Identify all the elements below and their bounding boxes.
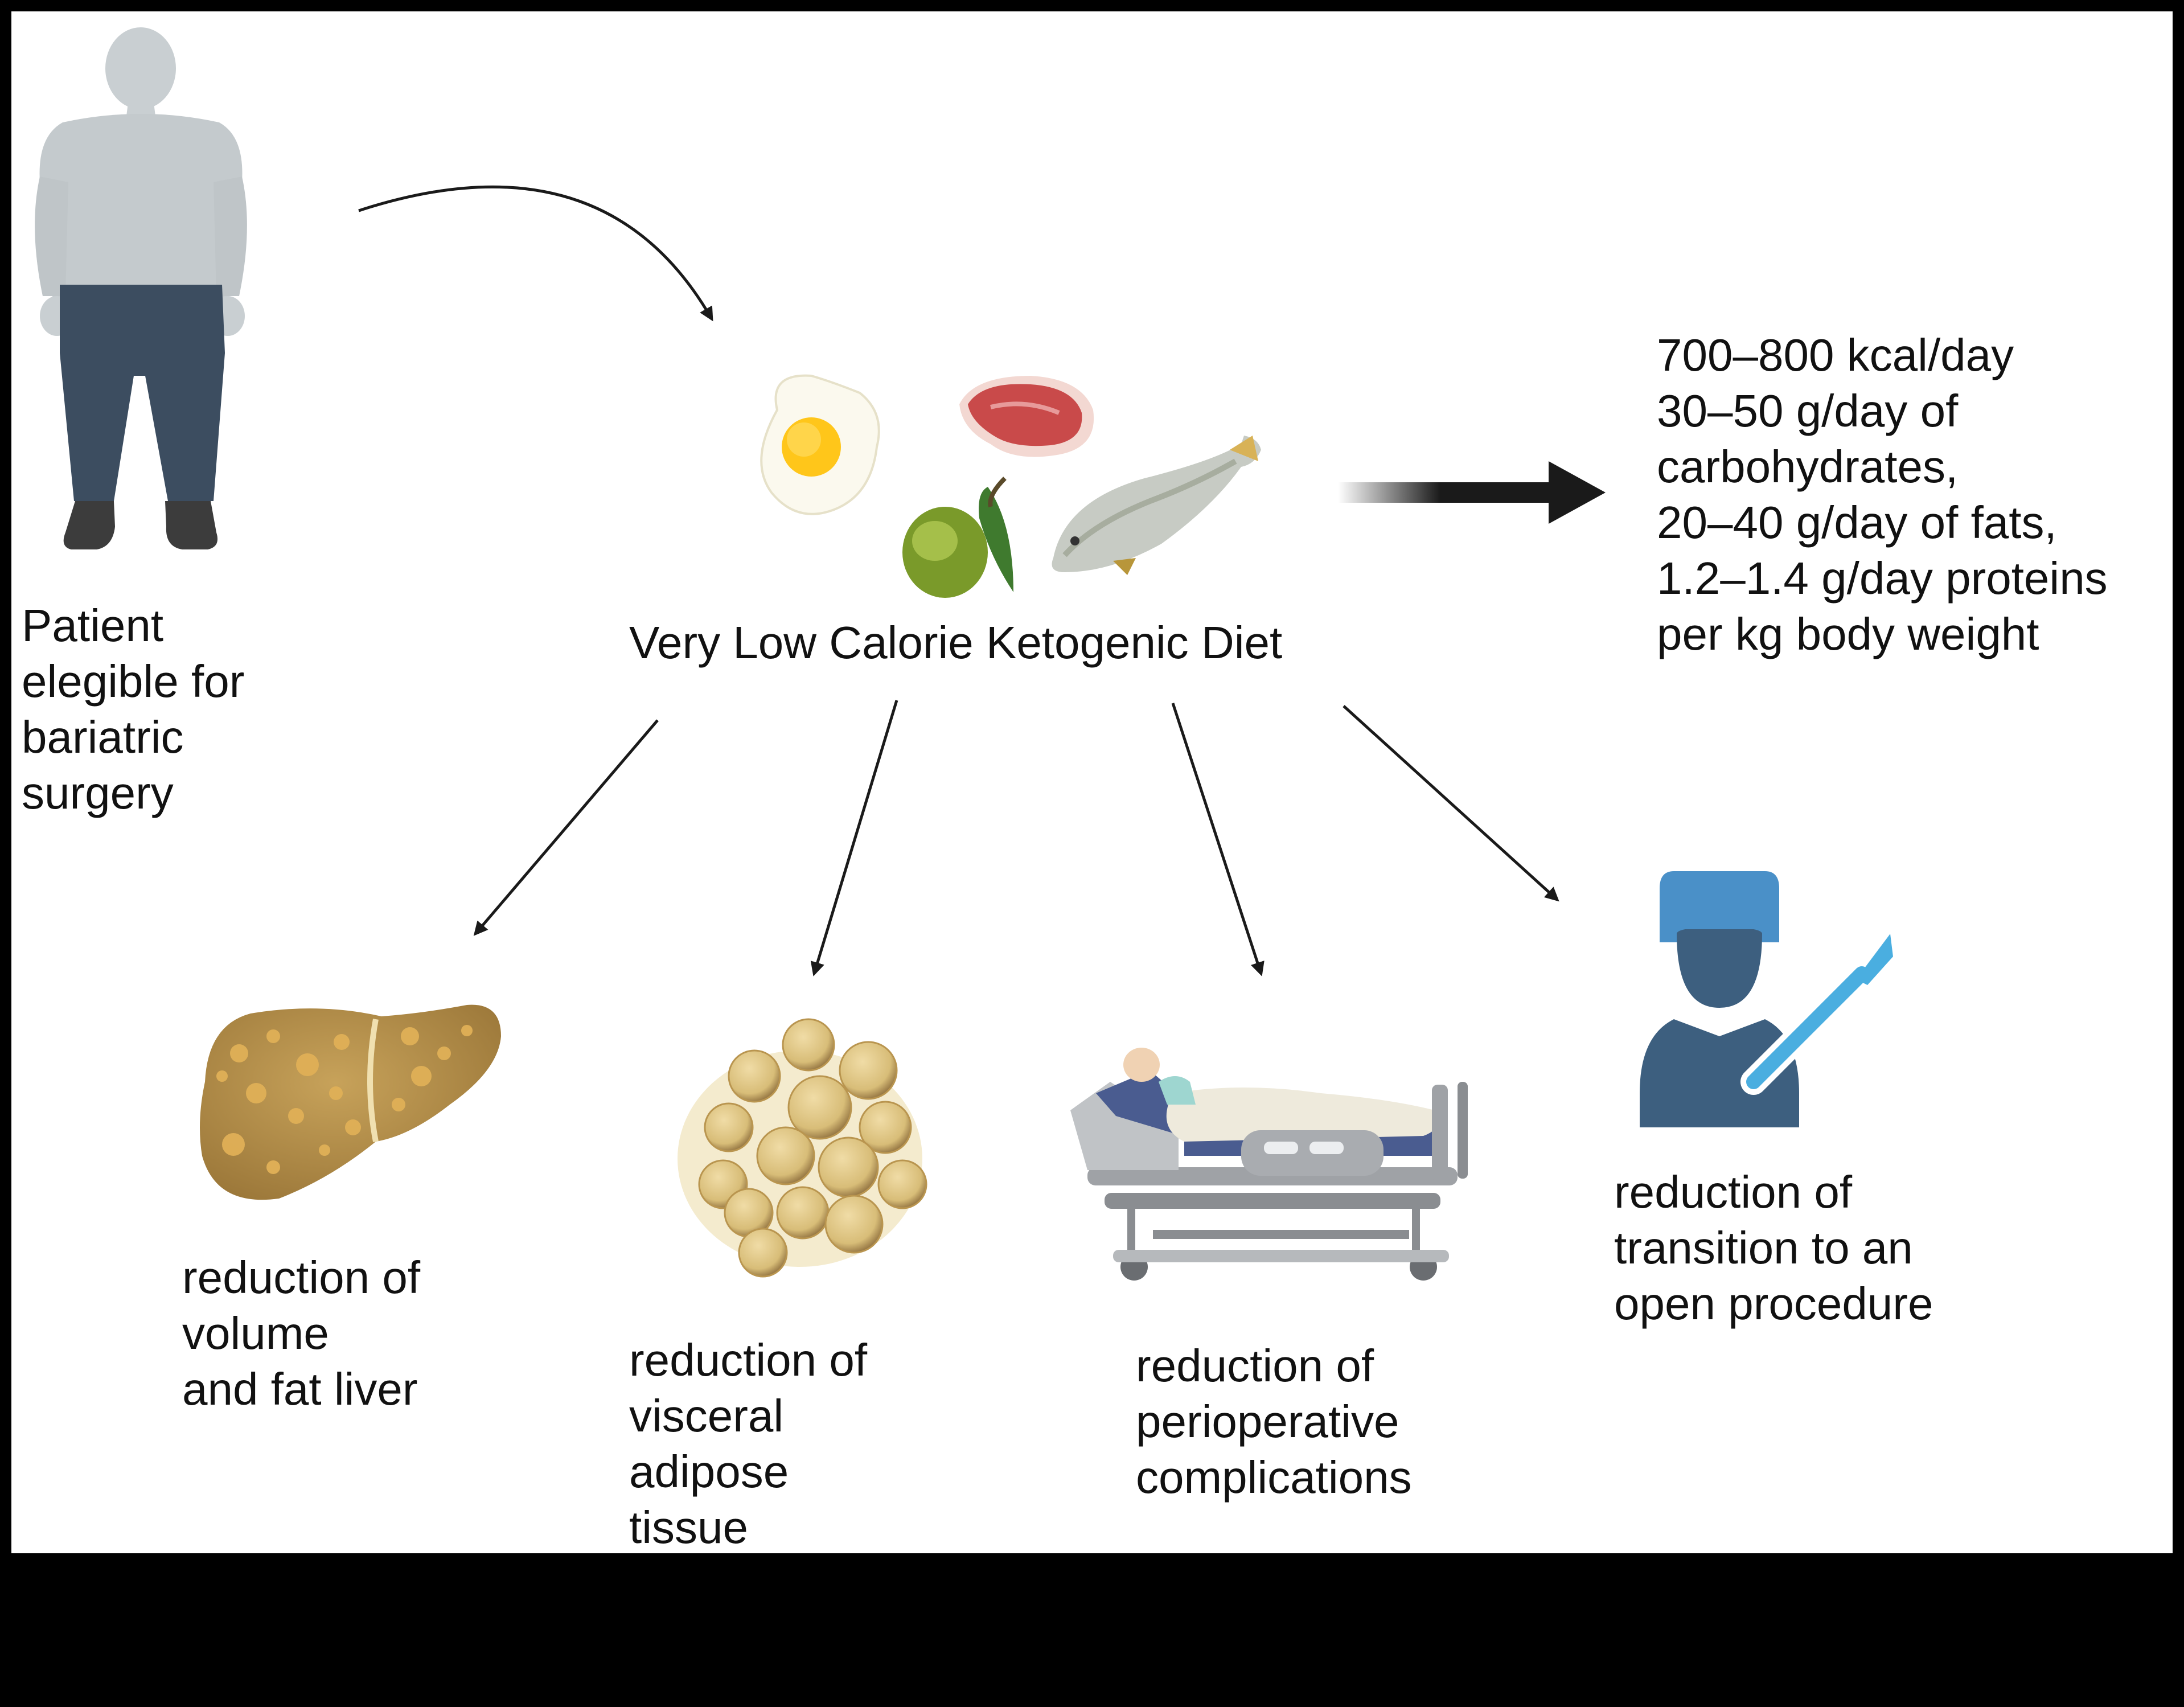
patient-label-line: Patient — [22, 600, 164, 651]
outcome-adipose-line: reduction of — [629, 1335, 868, 1385]
outcome-adipose-line: tissue — [629, 1502, 748, 1553]
diet-details-line: 20–40 g/day of fats, — [1657, 497, 2057, 548]
olive-icon — [902, 477, 1013, 598]
diet-details: 700–800 kcal/day 30–50 g/day of carbohyd… — [1657, 327, 2108, 662]
outcome-complications-label: reduction of perioperative complications — [1136, 1338, 1412, 1505]
surgeon-icon — [1640, 871, 1893, 1127]
outcome-complications-line: complications — [1136, 1452, 1412, 1503]
diet-details-arrowhead — [1549, 461, 1606, 524]
arrow-to-bed — [1171, 703, 1265, 976]
patient-label-line: surgery — [22, 768, 174, 818]
patient-label-line: bariatric — [22, 712, 184, 762]
diagram-panel: Patient elegible for bariatric surgery V… — [11, 11, 2173, 1553]
hospital-bed-icon — [1070, 1048, 1468, 1281]
outcome-adipose-line: adipose — [629, 1446, 789, 1497]
outcome-liver-line: volume — [182, 1308, 329, 1359]
adipose-tissue-icon — [678, 1018, 927, 1278]
outcome-open-procedure-label: reduction of transition to an open proce… — [1614, 1164, 1933, 1332]
diet-details-line: 700–800 kcal/day — [1657, 330, 2014, 380]
patient-to-diet-arrow — [358, 185, 713, 322]
diet-details-arrow — [1338, 482, 1566, 503]
fish-icon — [1052, 436, 1261, 575]
arrow-to-adipose — [810, 700, 898, 976]
diet-details-line: 1.2–1.4 g/day proteins — [1657, 553, 2108, 604]
outcome-liver-line: and fat liver — [182, 1364, 418, 1414]
egg-icon — [760, 374, 880, 515]
outcome-adipose-line: visceral — [629, 1390, 784, 1441]
outcome-open-procedure-line: open procedure — [1614, 1278, 1933, 1329]
patient-label: Patient elegible for bariatric surgery — [22, 598, 244, 821]
liver-icon — [200, 1004, 501, 1200]
patient-figure-icon — [35, 27, 247, 549]
outcome-liver-line: reduction of — [182, 1252, 421, 1303]
diagram-artwork — [35, 27, 1893, 1281]
outcome-liver-label: reduction of volume and fat liver — [182, 1250, 420, 1417]
arrow-to-surgeon — [1343, 705, 1559, 902]
diet-title-text: Very Low Calorie Ketogenic Diet — [629, 617, 1283, 668]
outcome-complications-line: reduction of — [1136, 1340, 1374, 1391]
patient-label-line: elegible for — [22, 656, 245, 707]
diet-title: Very Low Calorie Ketogenic Diet — [629, 615, 1282, 671]
food-icons — [760, 374, 1261, 598]
arrow-to-liver — [473, 719, 659, 936]
outcome-open-procedure-line: transition to an — [1614, 1222, 1913, 1273]
outcome-open-procedure-line: reduction of — [1614, 1167, 1853, 1217]
steak-icon — [959, 376, 1094, 457]
outcome-complications-line: perioperative — [1136, 1396, 1399, 1447]
diet-details-line: per kg body weight — [1657, 609, 2039, 659]
diet-details-line: 30–50 g/day of — [1657, 385, 1959, 436]
diet-details-line: carbohydrates, — [1657, 441, 1959, 492]
outcome-adipose-label: reduction of visceral adipose tissue — [629, 1332, 867, 1553]
